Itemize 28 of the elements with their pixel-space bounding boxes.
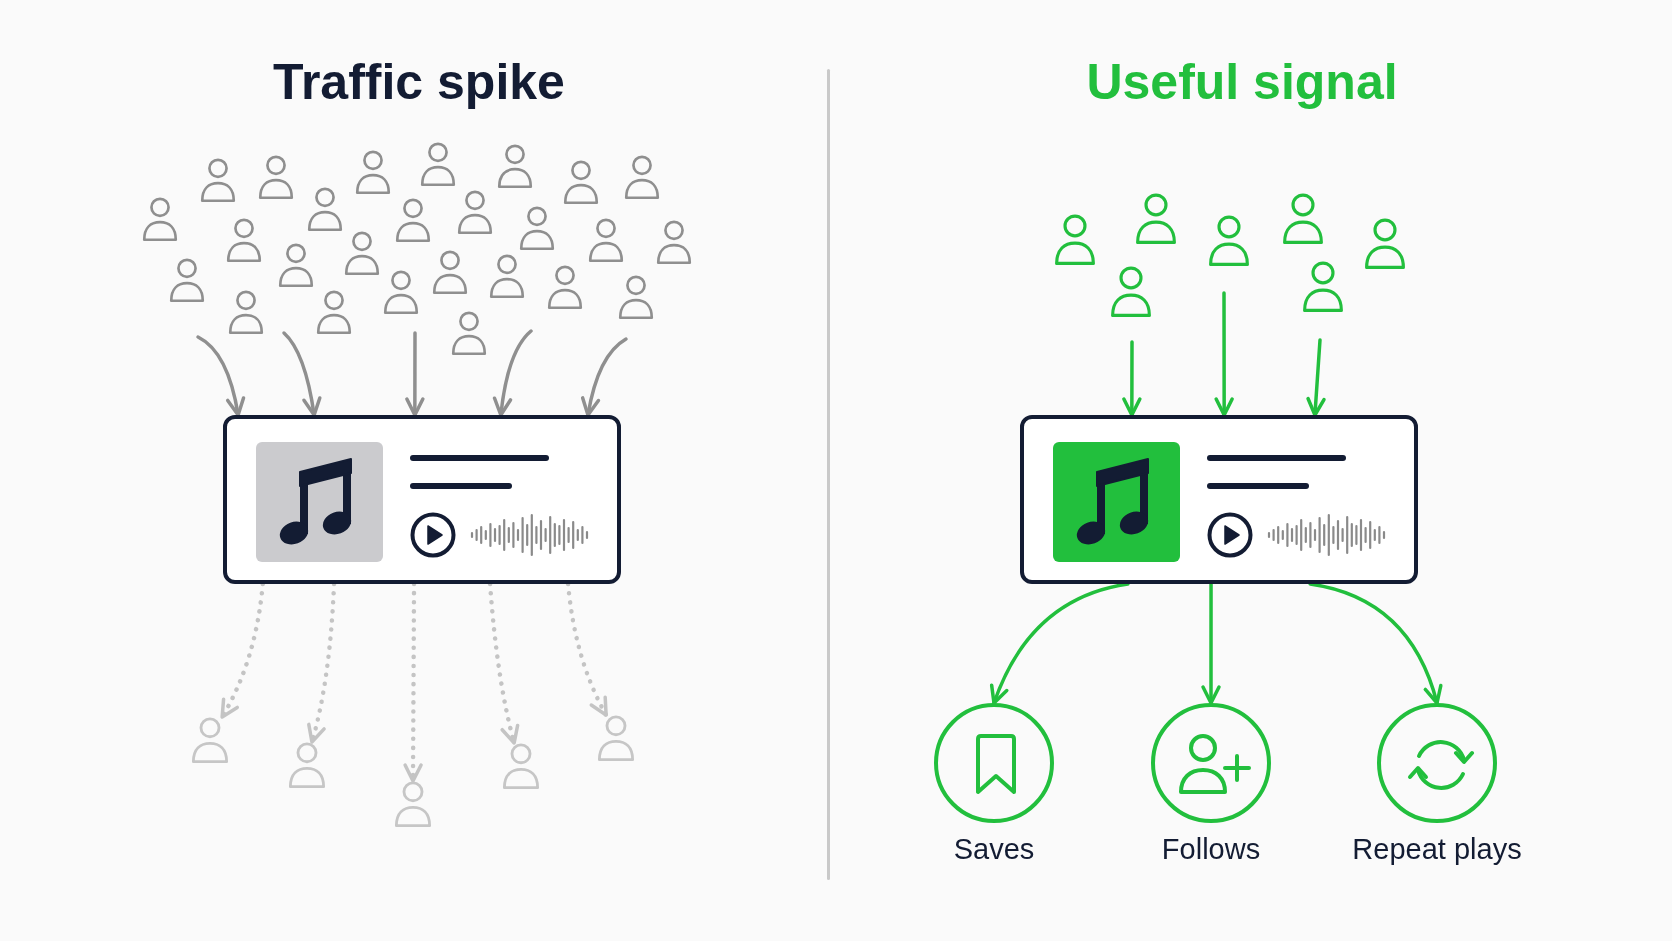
person-icon (191, 717, 229, 764)
arrow (196, 335, 245, 417)
player-card (1020, 415, 1418, 584)
dotted-arrow (403, 581, 423, 784)
dotted-arrow (565, 581, 609, 718)
arrow (581, 337, 628, 417)
arrow (493, 329, 533, 417)
panel-heading: Traffic spike (273, 54, 565, 112)
arrow (1201, 582, 1221, 705)
person-icon (394, 781, 432, 828)
panel-heading: Useful signal (1086, 54, 1398, 112)
arrow (405, 331, 425, 417)
arrow (282, 331, 322, 417)
person-icon (502, 743, 540, 790)
arrow (1122, 340, 1142, 417)
player-card (223, 415, 621, 584)
arrow (1214, 291, 1234, 417)
metric-label: Follows (1161, 832, 1261, 867)
dotted-arrow (306, 581, 337, 745)
arrow (1306, 338, 1326, 417)
dotted-arrow (219, 581, 266, 720)
metric-label: Repeat plays (1352, 832, 1522, 867)
person-icon (597, 715, 635, 762)
metric-label: Saves (953, 832, 1035, 867)
arrow (990, 582, 1130, 705)
arrow (1308, 582, 1442, 705)
dotted-arrow (487, 581, 520, 746)
person-icon (288, 742, 326, 789)
